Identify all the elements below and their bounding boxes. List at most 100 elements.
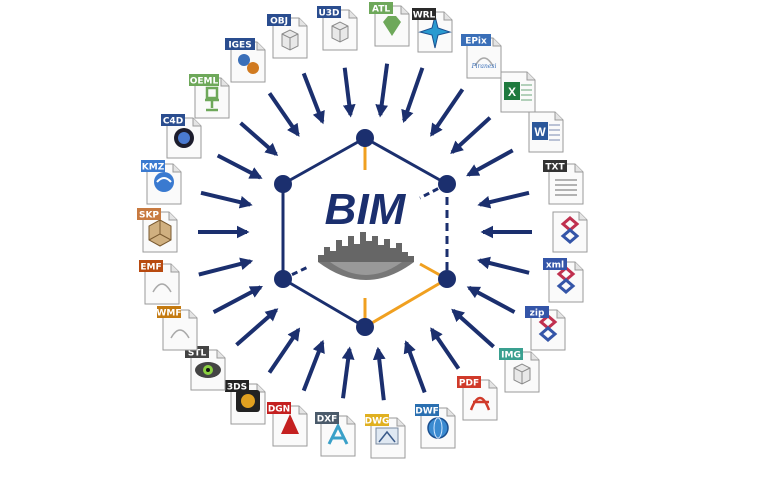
arrow-18 — [267, 327, 301, 374]
format-label: SKP — [139, 211, 159, 221]
autocad-icon — [327, 422, 349, 445]
format-icon-excel: X — [500, 71, 536, 113]
format-tag: IGES — [225, 38, 255, 51]
arrow-14 — [403, 340, 427, 394]
document-icon — [152, 283, 172, 293]
format-label: DXF — [317, 415, 338, 425]
iges-icon — [238, 54, 259, 74]
format-icon-3ds: 3DS — [225, 380, 266, 425]
format-icon-skp: SKP — [137, 208, 178, 253]
pdf-icon — [469, 396, 491, 411]
arrow-15 — [372, 346, 386, 401]
format-icon-txt: TXT — [543, 160, 584, 205]
format-label: IMG — [501, 351, 521, 361]
arrow-10 — [477, 256, 530, 275]
format-tag: OEML — [189, 74, 219, 87]
format-tag: C4D — [161, 114, 185, 127]
gem-icon — [383, 16, 401, 36]
format-tag: DGN — [267, 402, 291, 415]
arrow-21 — [198, 257, 254, 277]
format-icon-wrl: WRL — [412, 8, 453, 53]
format-icon-dwg: DWG — [365, 414, 406, 459]
format-icon-atl: ATL — [369, 2, 410, 47]
format-label: EPix — [465, 37, 487, 47]
excel-icon: X — [504, 82, 532, 101]
arrow-13 — [430, 327, 461, 370]
dwg-icon — [375, 427, 399, 445]
format-label: 3DS — [227, 383, 247, 393]
format-label: DGN — [268, 405, 290, 415]
format-label: KMZ — [142, 163, 165, 173]
arrow-16 — [341, 346, 355, 399]
hex-node-bottom — [356, 318, 374, 336]
format-icon-word: W — [528, 111, 564, 153]
document-icon — [474, 57, 494, 67]
cinema4d-icon — [174, 128, 194, 148]
format-icon-zip: zip — [525, 306, 566, 351]
svg-text:W: W — [534, 125, 546, 139]
format-icon-stl: STL — [185, 346, 226, 391]
format-label: OEML — [190, 77, 219, 87]
format-icon-dxf: DXF — [315, 412, 356, 457]
word-icon: W — [532, 122, 560, 141]
format-label: DWF — [415, 407, 439, 417]
format-icon-u3d: U3D — [317, 6, 358, 51]
format-tag: WMF — [156, 306, 182, 319]
format-icon-ifc — [552, 211, 588, 253]
arrow-4 — [401, 67, 425, 124]
format-tag: 3DS — [225, 380, 249, 393]
format-tag: IMG — [499, 348, 523, 361]
format-label: OBJ — [270, 17, 288, 27]
cube-icon — [513, 363, 531, 385]
chair-icon — [205, 86, 219, 112]
format-tag: TXT — [543, 160, 567, 173]
format-tag: WRL — [412, 8, 436, 21]
bim-hexagon — [274, 129, 456, 336]
arrow-12 — [451, 308, 495, 349]
format-icon-dgn: DGN — [267, 402, 308, 447]
format-label: STL — [188, 349, 207, 359]
dgn-icon — [281, 414, 299, 434]
hex-node-top — [356, 129, 374, 147]
arrow-5 — [429, 88, 465, 137]
format-label: DWG — [365, 417, 390, 427]
arrow-19 — [235, 308, 279, 347]
arrow-23 — [200, 190, 253, 209]
hex-node-lower-right — [438, 270, 456, 288]
sketchup-icon — [148, 219, 172, 247]
arrow-11 — [466, 285, 516, 314]
hex-node-upper-right — [438, 175, 456, 193]
format-icon-emf: EMF — [139, 260, 180, 305]
format-label: ATL — [372, 5, 390, 15]
format-tag: DWF — [415, 404, 439, 417]
eye-icon — [195, 362, 221, 378]
star-icon — [418, 15, 452, 49]
format-label: WRL — [413, 11, 436, 21]
arrow-17 — [301, 339, 325, 392]
format-tag: SKP — [137, 208, 161, 221]
format-tag: KMZ — [141, 160, 165, 173]
text-file-icon — [555, 179, 577, 196]
arrow-1 — [301, 72, 325, 125]
format-icon-obj: OBJ — [267, 14, 308, 59]
format-icon-c4d: C4D — [161, 114, 202, 159]
format-label: TXT — [545, 163, 565, 173]
arrow-2 — [342, 67, 356, 118]
format-tag: ATL — [369, 2, 393, 15]
bim-title: BIM — [325, 185, 407, 234]
format-label: PDF — [459, 379, 479, 389]
format-label: U3D — [318, 9, 339, 19]
globe-icon — [427, 417, 449, 439]
format-sub-label: Piranesi — [471, 63, 497, 70]
format-tag: EMF — [139, 260, 163, 273]
ifc-icon — [560, 216, 580, 244]
format-icon-iges: IGES — [225, 38, 266, 83]
format-icon-pdf: PDF — [457, 376, 498, 421]
format-icon-img: IMG — [499, 348, 540, 393]
format-label: WMF — [156, 309, 181, 319]
format-label: C4D — [163, 117, 183, 127]
format-label: zip — [530, 309, 545, 319]
cube-icon — [331, 21, 349, 43]
